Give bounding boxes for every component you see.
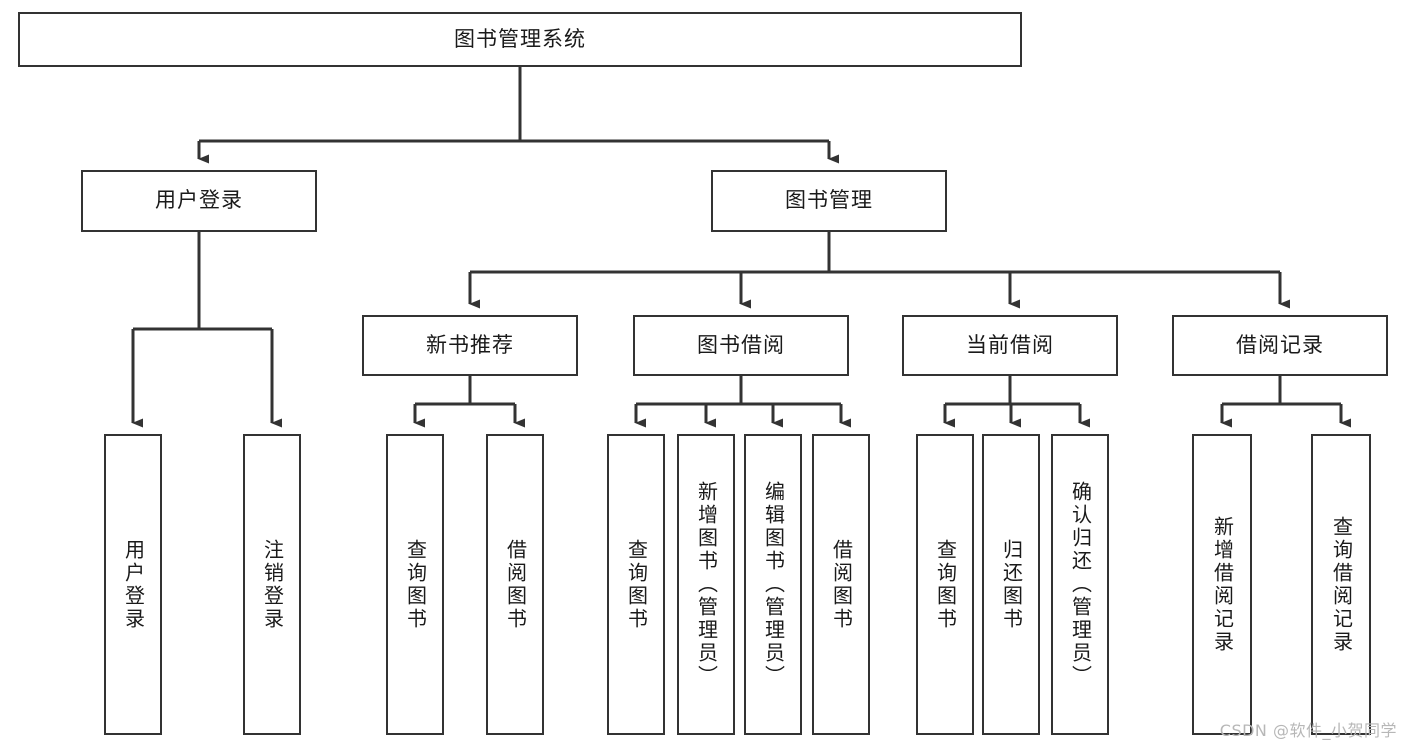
node-label: 图书管理 xyxy=(785,188,873,213)
node-label: 查询图书 xyxy=(624,538,649,631)
node-leaf-add-book[interactable]: 新增图书（管理员） xyxy=(677,434,735,735)
node-leaf-add-record[interactable]: 新增借阅记录 xyxy=(1192,434,1252,735)
node-label: 注销登录 xyxy=(260,538,285,631)
node-label: 借阅图书 xyxy=(829,538,854,631)
node-leaf-return-book[interactable]: 归还图书 xyxy=(982,434,1040,735)
node-label: 新增借阅记录 xyxy=(1210,515,1235,654)
node-label: 归还图书 xyxy=(999,538,1024,631)
node-label: 查询借阅记录 xyxy=(1329,515,1354,654)
node-label: 新书推荐 xyxy=(426,332,514,357)
node-leaf-query-book-3[interactable]: 查询图书 xyxy=(916,434,974,735)
node-label: 图书管理系统 xyxy=(454,26,586,51)
node-borrow-record[interactable]: 借阅记录 xyxy=(1172,315,1388,376)
node-leaf-confirm-return[interactable]: 确认归还（管理员） xyxy=(1051,434,1109,735)
node-leaf-query-book-2[interactable]: 查询图书 xyxy=(607,434,665,735)
node-label: 查询图书 xyxy=(403,538,428,631)
node-label: 新增图书（管理员） xyxy=(694,481,719,688)
node-label: 当前借阅 xyxy=(966,332,1054,357)
node-label: 编辑图书（管理员） xyxy=(761,481,786,688)
node-label: 借阅图书 xyxy=(503,538,528,631)
node-leaf-query-record[interactable]: 查询借阅记录 xyxy=(1311,434,1371,735)
node-label: 用户登录 xyxy=(155,188,243,213)
node-book-manage[interactable]: 图书管理 xyxy=(711,170,947,232)
node-leaf-edit-book[interactable]: 编辑图书（管理员） xyxy=(744,434,802,735)
node-book-borrow[interactable]: 图书借阅 xyxy=(633,315,849,376)
node-leaf-borrow-book-2[interactable]: 借阅图书 xyxy=(812,434,870,735)
node-label: 确认归还（管理员） xyxy=(1068,481,1093,688)
node-leaf-query-book-1[interactable]: 查询图书 xyxy=(386,434,444,735)
node-label: 用户登录 xyxy=(121,538,146,631)
node-leaf-borrow-book-1[interactable]: 借阅图书 xyxy=(486,434,544,735)
node-current-borrow[interactable]: 当前借阅 xyxy=(902,315,1118,376)
node-label: 借阅记录 xyxy=(1236,332,1324,357)
node-root[interactable]: 图书管理系统 xyxy=(18,12,1022,67)
node-label: 查询图书 xyxy=(933,538,958,631)
node-leaf-user-login[interactable]: 用户登录 xyxy=(104,434,162,735)
node-leaf-logout[interactable]: 注销登录 xyxy=(243,434,301,735)
node-new-book-rec[interactable]: 新书推荐 xyxy=(362,315,578,376)
node-user-login[interactable]: 用户登录 xyxy=(81,170,317,232)
node-label: 图书借阅 xyxy=(697,332,785,357)
watermark-text: CSDN @软件_小贺同学 xyxy=(1219,721,1397,740)
